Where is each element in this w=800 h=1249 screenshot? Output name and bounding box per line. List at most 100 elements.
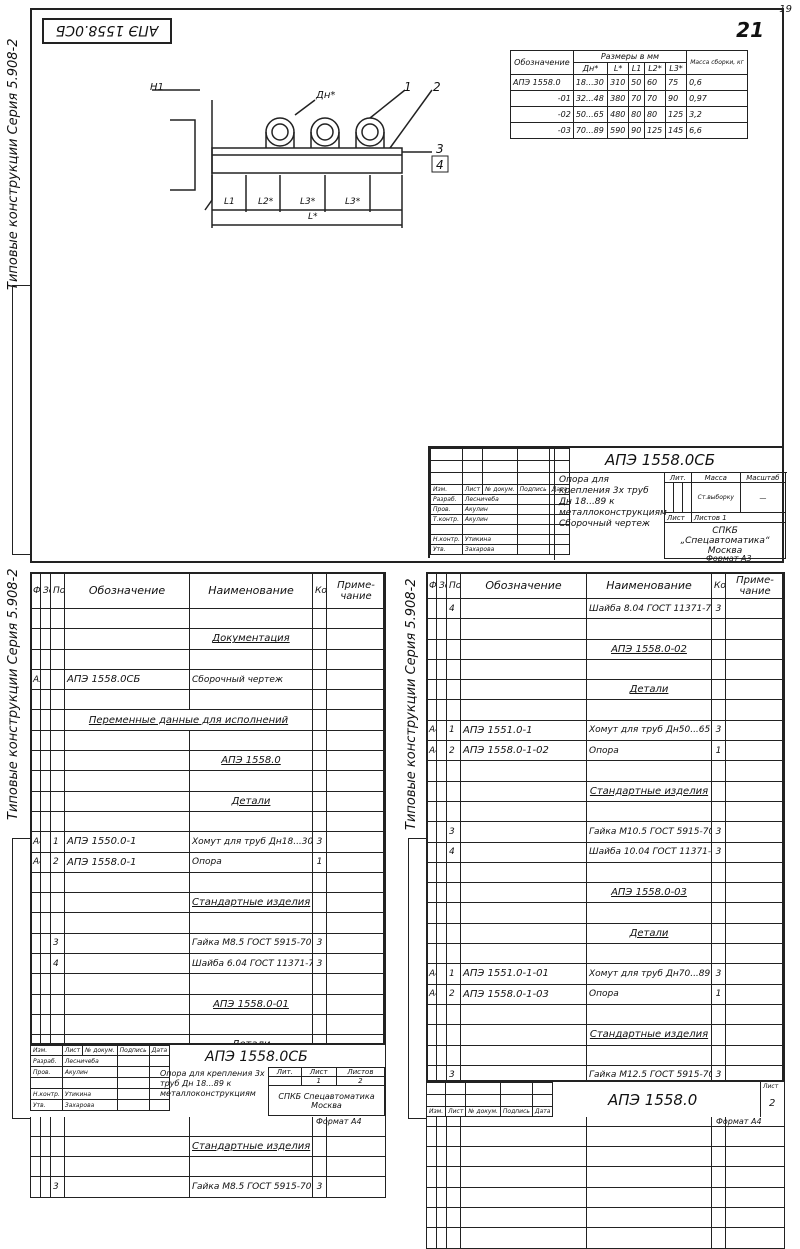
- person-cell: Захарова: [61, 1099, 118, 1111]
- spec-cell-name: [586, 1146, 712, 1168]
- spec-cell-name: Опора: [586, 983, 712, 1005]
- spec-cell-name: Переменные данные для исполнений: [64, 709, 313, 731]
- spec-row: Детали: [30, 790, 386, 812]
- right-series-label: Типовые конструкции Серия 5.908-2: [404, 578, 419, 830]
- spec-cell-name: [189, 810, 313, 833]
- spec-cell-name: Детали: [586, 679, 712, 701]
- spec-cell-qty: [312, 871, 327, 894]
- spec-cell-format: [426, 760, 437, 782]
- table-cell: 75: [664, 74, 688, 91]
- spec-cell-qty: [711, 922, 726, 945]
- table-cell: -01: [510, 90, 574, 107]
- spec-cell-zone: [40, 729, 51, 752]
- spec-cell-format: А4: [30, 851, 41, 873]
- spec-cell-note: [725, 1146, 785, 1168]
- spec-row: АПЭ 1558.0-01: [30, 993, 386, 1015]
- spec-cell-designation: АПЭ 1550.0-1: [64, 831, 190, 853]
- table-cell: -03: [510, 122, 574, 139]
- spec-cell-designation: [64, 628, 190, 650]
- spec-cell-designation: [460, 1024, 587, 1046]
- spec-cell-zone: [436, 983, 447, 1005]
- spec-cell-qty: [711, 1125, 726, 1148]
- spec-cell-pos: [50, 648, 65, 670]
- size-table-h-designation: Обозначение: [510, 50, 574, 75]
- spec-cell-qty: [312, 709, 327, 731]
- spec-cell-zone: [436, 1206, 447, 1229]
- spec-cell-pos: [446, 618, 461, 640]
- spec-cell-qty: [711, 943, 726, 965]
- spec-cell-name: [586, 1166, 712, 1188]
- spec-cell-zone: [436, 963, 447, 985]
- spec-cell-pos: [50, 892, 65, 914]
- spec-cell-format: А4: [426, 740, 437, 762]
- spec-cell-name: АПЭ 1558.0-02: [586, 638, 712, 660]
- spec-cell-format: [426, 618, 437, 640]
- spec-cell-qty: [312, 973, 327, 995]
- spec-cell-zone: [436, 780, 447, 802]
- spec-cell-qty: [711, 658, 726, 681]
- spec-row: [426, 1146, 785, 1168]
- spec-cell-qty: 1: [711, 983, 726, 1005]
- spec-cell-zone: [436, 597, 447, 620]
- person-cell: [461, 524, 518, 535]
- spec-row: [426, 1125, 785, 1148]
- spec-cell-note: [326, 932, 386, 955]
- spec-cell-name: [189, 912, 313, 934]
- spec-row: [426, 861, 785, 884]
- spec-cell-format: А4: [426, 983, 437, 1005]
- spec-cell-qty: [312, 668, 327, 691]
- spec-cell-pos: [446, 800, 461, 823]
- role-cell: Разраб.: [30, 1055, 63, 1067]
- scale-label: Масштаб: [739, 472, 787, 483]
- spec-cell-designation: [64, 993, 190, 1015]
- spec-cell-format: [426, 1125, 437, 1148]
- spec-cell-zone: [436, 943, 447, 965]
- spec-cell-name: [189, 648, 313, 670]
- spec-cell-note: [725, 1166, 785, 1188]
- spec-cell-format: [30, 729, 41, 752]
- spec-cell-zone: [40, 668, 51, 691]
- spec-cell-pos: 2: [446, 740, 461, 762]
- table-cell: 125: [643, 122, 667, 139]
- lit-label: Лит.: [664, 472, 692, 483]
- spec-cell-qty: [711, 800, 726, 823]
- spec-cell-format: [30, 871, 41, 894]
- table-cell: 70...89: [572, 122, 609, 139]
- spec-cell-name: [586, 1044, 712, 1066]
- spec-cell-qty: [312, 810, 327, 833]
- spec-cell-note: [725, 618, 785, 640]
- role-cell: Утв.: [430, 544, 463, 555]
- spec-cell-format: [30, 912, 41, 934]
- spec-h-note: Приме-чание: [725, 572, 785, 599]
- spec-cell-format: [30, 770, 41, 792]
- right-sheet-cell: Лист 2: [760, 1082, 785, 1117]
- spec-cell-format: [30, 993, 41, 1015]
- sheet-value: 1: [300, 1076, 337, 1086]
- spec-cell-zone: [436, 902, 447, 924]
- table-cell: 18...30: [572, 74, 609, 91]
- table-cell: 80: [643, 106, 667, 123]
- table-cell: 0,6: [686, 74, 748, 91]
- table-cell: 70: [628, 90, 645, 107]
- spec-cell-format: [30, 1135, 41, 1158]
- spec-cell-designation: [460, 679, 587, 701]
- spec-cell-designation: [64, 729, 190, 752]
- spec-cell-note: [326, 973, 386, 995]
- spec-cell-zone: [436, 740, 447, 762]
- callout-4: 4: [436, 158, 444, 172]
- spec-row: [426, 1206, 785, 1229]
- spec-row: Документация: [30, 628, 386, 650]
- spec-cell-designation: АПЭ 1551.0-1: [460, 719, 587, 742]
- spec-cell-name: [586, 760, 712, 782]
- head-cell: Подпись: [516, 484, 550, 495]
- spec-cell-qty: [312, 750, 327, 772]
- spec-cell-name: [189, 729, 313, 752]
- spec-cell-designation: [460, 861, 587, 884]
- role-cell: [30, 1077, 63, 1089]
- bracket-shape: [170, 119, 196, 191]
- spec-cell-pos: [446, 679, 461, 701]
- table-row: АПЭ 1558.0 18...30 310 50 60 75 0,6: [510, 74, 748, 91]
